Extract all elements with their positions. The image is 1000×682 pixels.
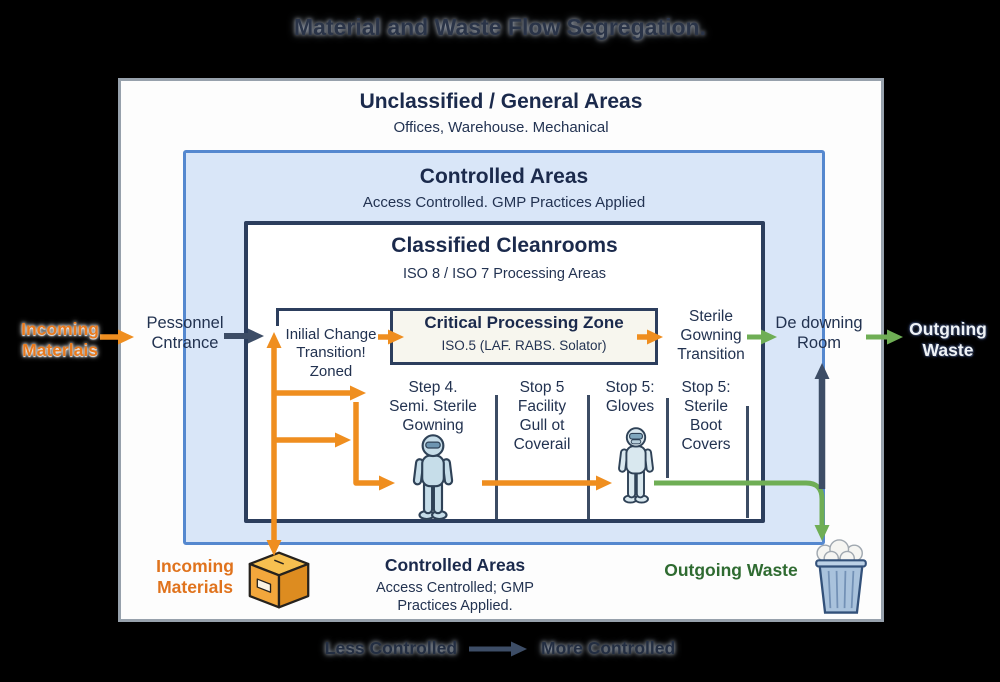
gowned-person-icon <box>412 434 454 521</box>
legend-more-label: More Controlled <box>541 638 676 658</box>
step-label-gloves: Stop 5: Gloves <box>605 379 655 415</box>
unclassified-title: Unclassified / General Areas <box>359 90 643 113</box>
incoming-materials-outside-label: Incoming Materlais <box>21 319 99 361</box>
package-box-icon <box>248 551 310 609</box>
step-label-boot-covers: Stop 5: Sterile Boot Covers <box>681 379 731 453</box>
step-label-semi-sterile-gowning: Step 4. Semi. Sterile Gowning <box>389 379 477 434</box>
personnel-entrance-label: Pessonnel Cntrance <box>146 314 224 353</box>
critical-zone-subtitle: ISO.5 (LAF. RABS. Solator) <box>441 338 607 353</box>
controlled-areas-bottom-title: Controlled Areas <box>384 555 526 575</box>
critical-zone-title: Critical Processing Zone <box>424 313 624 332</box>
transition-zone-bracket <box>276 308 390 326</box>
degowning-room-label: De downing Room <box>775 314 863 353</box>
incoming-materials-bottom-label: Incoming Materials <box>156 556 234 598</box>
gowned-person-icon <box>618 427 654 504</box>
classified-subtitle: ISO 8 / ISO 7 Processing Areas <box>402 266 607 282</box>
waste-bin-icon <box>815 539 867 614</box>
classified-cleanrooms-box <box>244 221 765 523</box>
step-divider <box>587 395 590 519</box>
controlled-subtitle: Access Controlled. GMP Practices Applied <box>362 194 646 211</box>
step-label-facility-coverall: Stop 5 Facility Gull ot Coverail <box>513 379 571 453</box>
controlled-areas-bottom-subtitle: Access Centrolled; GMP Practices Applied… <box>376 580 534 614</box>
page-title: Material and Waste Flow Segregation. <box>294 14 706 40</box>
step-divider <box>746 406 749 518</box>
step-divider <box>666 398 669 478</box>
controlled-areas-bottom-block: Controlled Areas Access Centrolled; GMP … <box>340 555 570 615</box>
step-divider <box>495 395 498 519</box>
outgoing-waste-outside-label: Outgning Waste <box>909 319 987 361</box>
unclassified-subtitle: Offices, Warehouse. Mechanical <box>393 119 609 136</box>
legend-arrow-icon <box>469 641 528 656</box>
classified-title: Classified Cleanrooms <box>391 234 618 257</box>
sterile-gowning-label: Sterile Gowning Transition <box>677 308 745 363</box>
legend: Less Controlled More Controlled <box>0 638 1000 659</box>
legend-less-label: Less Controlled <box>324 638 458 658</box>
outgoing-waste-bottom-label: Outgoing Waste <box>664 560 798 580</box>
transition-zone-label: Inilial Change Transition! Zoned <box>285 326 377 380</box>
controlled-title: Controlled Areas <box>419 165 589 188</box>
